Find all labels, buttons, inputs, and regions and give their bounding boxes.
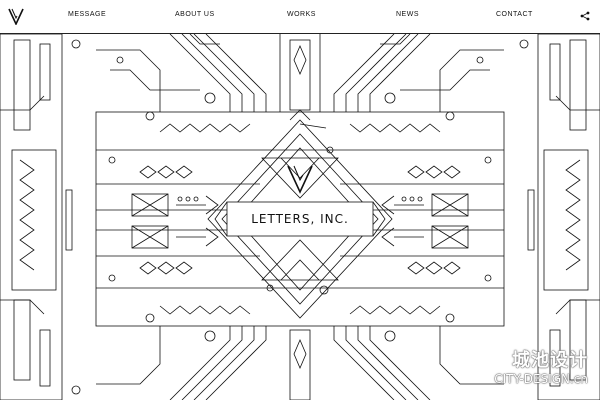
nav-works[interactable]: WORKS [287, 11, 316, 18]
left-side-panel [0, 34, 73, 400]
nav-about-us[interactable]: ABOUT US [175, 11, 215, 18]
node-dots [108, 56, 492, 295]
right-side-panel [527, 34, 600, 400]
share-icon[interactable] [580, 11, 590, 21]
center-diamond [207, 109, 393, 319]
zigzag-bands [159, 123, 441, 315]
inner-frame [95, 111, 505, 327]
center-rails [96, 183, 504, 257]
center-v-logo-icon [287, 165, 313, 194]
diamond-rows [139, 165, 461, 275]
bottom-traces [71, 313, 504, 400]
top-header: MESSAGE ABOUT US WORKS NEWS CONTACT [0, 0, 600, 34]
page-title: LETTERS, INC. [251, 212, 349, 226]
component-boxes [131, 193, 469, 249]
watermark: 城池设计 CITY-DESIGN.cn [478, 346, 588, 386]
nav-message[interactable]: MESSAGE [68, 11, 107, 18]
top-traces [71, 34, 529, 121]
nav-contact[interactable]: CONTACT [496, 11, 533, 18]
title-badge-frame [226, 201, 374, 237]
v-logo-icon[interactable] [8, 7, 24, 25]
circuit-artwork [0, 34, 600, 400]
watermark-line-1: 城池设计 [512, 350, 588, 371]
main-nav: MESSAGE ABOUT US WORKS NEWS CONTACT [0, 11, 600, 23]
nav-news[interactable]: NEWS [396, 11, 419, 18]
watermark-line-2: CITY-DESIGN.cn [494, 372, 588, 386]
